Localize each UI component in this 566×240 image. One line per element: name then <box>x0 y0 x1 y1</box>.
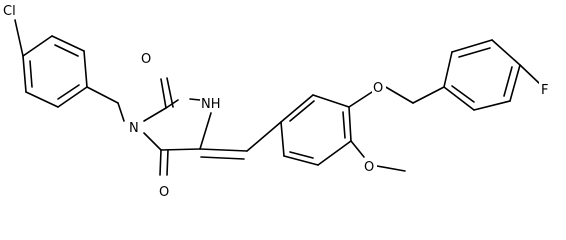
bond <box>451 85 475 103</box>
bond <box>383 85 414 104</box>
bond <box>199 112 212 150</box>
bond <box>348 91 373 108</box>
bond <box>376 165 406 172</box>
fluorine-atom-label: F <box>541 83 548 98</box>
bond <box>199 148 248 152</box>
bond <box>160 78 167 109</box>
bond <box>160 148 201 151</box>
bond <box>350 140 365 158</box>
bond <box>22 35 53 57</box>
bond <box>51 35 85 52</box>
bond <box>443 51 453 88</box>
bond <box>246 121 282 152</box>
nh-atom-label: NH <box>201 97 221 112</box>
bond <box>283 155 319 166</box>
bond <box>200 156 245 160</box>
bond <box>83 50 88 88</box>
bond <box>509 64 521 102</box>
bond-lines <box>14 19 541 176</box>
carbonyl-oxygen-label: O <box>159 185 169 200</box>
bond <box>29 60 33 88</box>
chlorine-atom-label: Cl <box>3 4 16 19</box>
bond <box>159 149 162 176</box>
bond <box>451 39 493 53</box>
carbonyl-oxygen-label: O <box>141 52 151 67</box>
bond <box>491 39 521 66</box>
atom-labels: Cl O NH N O O O F <box>2 3 551 200</box>
bond <box>342 111 346 139</box>
chemical-structure-diagram: Cl O NH N O O O F <box>2 3 551 200</box>
bond <box>54 44 79 57</box>
bond <box>143 132 162 151</box>
bond <box>86 86 119 104</box>
bond <box>22 55 27 93</box>
bond <box>519 64 541 85</box>
bond <box>25 91 59 108</box>
bond <box>289 100 315 122</box>
bond <box>57 84 80 100</box>
bond <box>166 149 169 176</box>
bond <box>166 77 174 108</box>
bond <box>412 86 445 104</box>
bond <box>143 107 167 122</box>
nitrogen-atom-label: N <box>129 121 139 136</box>
bond <box>117 102 125 122</box>
bond <box>503 66 513 97</box>
bond <box>317 140 352 166</box>
bond <box>473 100 511 111</box>
bond <box>57 86 88 108</box>
bond <box>280 121 285 157</box>
methoxy-oxygen-label: O <box>364 160 374 175</box>
bond <box>348 106 352 142</box>
bond <box>443 86 475 111</box>
ether-oxygen-label: O <box>373 81 383 96</box>
bond <box>14 19 24 57</box>
bond <box>280 94 314 123</box>
bond <box>289 151 314 159</box>
bond <box>312 94 350 108</box>
bond <box>458 47 491 58</box>
